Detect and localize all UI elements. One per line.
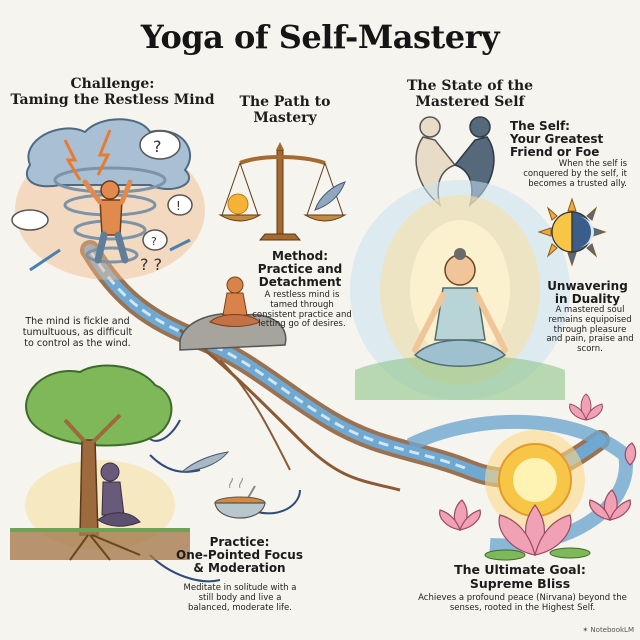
self-heading-line1: The Self: [510, 119, 570, 133]
mastered-self-illustration [350, 180, 570, 400]
path-heading-line2: Mastery [253, 110, 317, 127]
self-heading-line2: Your Greatest [510, 132, 604, 147]
svg-text:?: ? [153, 137, 162, 156]
page-title: Yoga of Self-Mastery [140, 18, 500, 56]
watermark-text: NotebookLM [590, 626, 634, 634]
goal-heading-line1: The Ultimate Goal: [454, 562, 586, 577]
state-heading: The State of the Mastered Self [395, 78, 545, 110]
duality-heading-line2: in Duality [554, 292, 621, 307]
method-heading-line1: Method: [272, 249, 328, 263]
self-heading-line3: Friend or Foe [510, 145, 600, 160]
method-heading-line2: Practice and [257, 262, 343, 277]
challenge-heading-line2: Taming the Restless Mind [10, 92, 215, 109]
storm-illustration: ? ! ? ? ? [11, 118, 205, 280]
tree-meditator-illustration [10, 364, 190, 561]
meditator-on-rock-illustration [179, 276, 287, 351]
lotus-icon [569, 393, 603, 421]
duality-body: A mastered soul remains equipoised throu… [546, 305, 634, 355]
svg-text:?: ? [151, 235, 157, 248]
practice-body: Meditate in solitude with a still body a… [183, 583, 297, 613]
method-heading: Method: Practice and Detachment [250, 249, 350, 290]
practice-heading-line3: & Moderation [193, 561, 286, 576]
self-heading: The Self: Your Greatest Friend or Foe [510, 119, 620, 160]
practice-heading-line2: One-Pointed Focus [176, 548, 303, 563]
path-heading: The Path to Mastery [225, 94, 345, 126]
svg-text:? ?: ? ? [140, 255, 162, 274]
sun-lotus-illustration [406, 414, 637, 561]
feather-icon [180, 451, 230, 473]
watermark: ✶ NotebookLM [582, 626, 634, 634]
bowl-icon [214, 477, 266, 519]
path-heading-line1: The Path to [239, 94, 331, 110]
practice-heading: Practice: One-Pointed Focus & Moderation [172, 535, 307, 576]
svg-text:!: ! [176, 199, 181, 213]
state-heading-line2: Mastered Self [415, 94, 525, 111]
method-body: A restless mind is tamed through consist… [252, 290, 352, 330]
goal-heading: The Ultimate Goal: Supreme Bliss [430, 563, 610, 591]
self-body: When the self is conquered by the self, … [523, 159, 627, 189]
method-heading-line3: Detachment [258, 275, 342, 290]
goal-body: Achieves a profound peace (Nirvana) beyo… [418, 593, 627, 613]
state-heading-line1: The State of the [406, 78, 534, 94]
challenge-body: The mind is fickle and tumultuous, as di… [22, 316, 133, 349]
practice-heading-line1: Practice: [209, 535, 270, 549]
challenge-heading: Challenge: Taming the Restless Mind [10, 76, 215, 108]
duality-heading: Unwavering in Duality [540, 279, 635, 307]
goal-heading-line2: Supreme Bliss [469, 575, 571, 591]
sun-moon-icon [537, 197, 607, 267]
notebooklm-icon: ✶ [582, 626, 591, 634]
balance-scale-illustration [218, 142, 347, 241]
challenge-heading-line1: Challenge: [70, 76, 155, 92]
duality-heading-line1: Unwavering [547, 279, 628, 293]
